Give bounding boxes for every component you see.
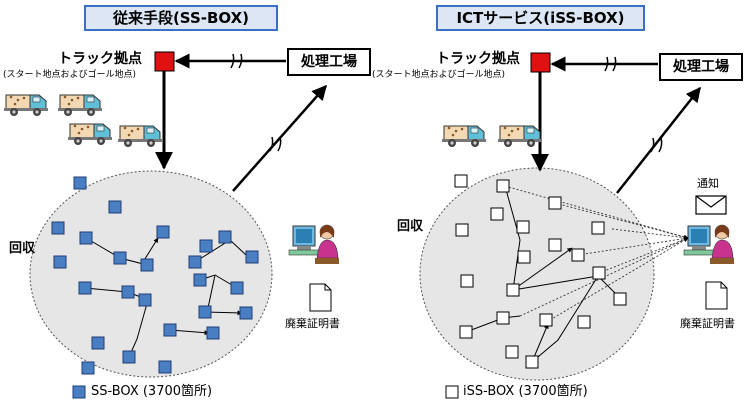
iss-box-marker [460, 274, 474, 288]
left-collect-label: 回収 [9, 241, 36, 256]
iss-box-marker [459, 325, 473, 339]
right-route-line [504, 185, 521, 291]
right-legend-label: iSS-BOX (3700箇所) [463, 384, 588, 399]
truck-icon [497, 125, 543, 148]
iss-box-marker [516, 220, 530, 234]
right-hub-label: トラック拠点 [436, 51, 520, 67]
truck-icon [67, 123, 113, 146]
truck-icon [441, 125, 487, 148]
left-to-plant-arrow [232, 84, 327, 192]
right-cert-label: 廃棄証明書 [680, 317, 735, 330]
notification-line [549, 237, 689, 321]
right-route-arrow [512, 247, 573, 291]
ss-box-marker [158, 360, 172, 374]
ss-box-marker [239, 306, 253, 320]
notification-line [554, 202, 689, 240]
truck-icon [117, 125, 163, 148]
right-to-plant-arrow [616, 86, 701, 194]
iss-box-marker [548, 238, 562, 252]
iss-box-marker [454, 174, 468, 188]
ss-box-marker [51, 221, 65, 235]
ss-box-marker [122, 350, 136, 364]
truck-icon [3, 94, 49, 117]
ss-box-marker [81, 361, 95, 375]
iss-box-marker [517, 250, 531, 264]
left-plant-box: 処理工場 [287, 48, 371, 76]
right-collection-area [419, 167, 655, 381]
iss-box-marker [592, 266, 606, 280]
ss-box-marker [91, 336, 105, 350]
right-plant-box: 処理工場 [659, 53, 743, 81]
right-hub-sub: (スタート地点およびゴール地点) [372, 70, 506, 80]
right-truck-hub-marker [530, 52, 551, 73]
left-route-arrow [142, 237, 159, 263]
iss-box-marker [525, 355, 539, 369]
ss-box-marker [108, 200, 122, 214]
ss-box-marker [218, 230, 232, 244]
right-notice-label: 通知 [697, 177, 719, 190]
right-break-mark-top [604, 56, 617, 72]
left-legend-label: SS-BOX (3700箇所) [91, 384, 213, 399]
notification-line [611, 228, 689, 240]
left-break-mark-diag [269, 136, 282, 152]
ss-box-marker [79, 231, 93, 245]
left-legend-square [72, 385, 86, 399]
right-route-line [531, 275, 621, 363]
iss-box-marker [490, 207, 504, 221]
right-break-mark-diag [650, 137, 663, 153]
ss-box-marker [113, 251, 127, 265]
ss-box-marker [73, 176, 87, 190]
iss-box-marker [505, 345, 519, 359]
iss-box-marker [539, 313, 553, 327]
right-collect-label: 回収 [397, 219, 424, 234]
operator-icon [288, 224, 340, 265]
ss-box-marker [230, 281, 244, 295]
iss-box-marker [613, 292, 627, 306]
iss-box-marker [455, 223, 469, 237]
ss-box-marker [199, 239, 213, 253]
iss-box-marker [577, 315, 591, 329]
truck-icon [57, 94, 103, 117]
left-title: 従来手段(SS-BOX) [84, 5, 278, 31]
right-route-arrow [512, 274, 599, 291]
ss-box-marker [138, 293, 152, 307]
left-truck-hub-marker [154, 51, 175, 72]
left-route-line [207, 274, 216, 309]
document-icon [309, 283, 332, 312]
ss-box-marker [78, 281, 92, 295]
left-hub-sub: (スタート地点およびゴール地点) [3, 70, 137, 80]
iss-box-marker [506, 283, 520, 297]
ss-box-marker [206, 326, 220, 340]
document-icon [705, 281, 728, 310]
ss-box-marker [188, 255, 202, 269]
left-break-mark-top [230, 53, 243, 69]
iss-box-marker [548, 196, 562, 210]
ss-box-marker [121, 285, 135, 299]
ss-box-marker [163, 323, 177, 337]
notification-line [577, 236, 689, 256]
right-legend-square [445, 385, 459, 399]
left-hub-label: トラック拠点 [58, 51, 142, 67]
iss-box-marker [591, 221, 605, 235]
ss-box-marker [53, 255, 67, 269]
operator-icon [683, 224, 735, 265]
left-collection-area [29, 170, 273, 378]
iss-box-marker [571, 248, 585, 262]
envelope-icon [695, 195, 727, 215]
iss-box-marker [496, 311, 510, 325]
ss-box-marker [193, 273, 207, 287]
left-cert-label: 廃棄証明書 [285, 317, 340, 330]
ss-box-marker [140, 258, 154, 272]
envelope-icon [695, 195, 727, 208]
iss-box-marker [496, 179, 510, 193]
ss-box-marker [156, 225, 170, 239]
ss-box-marker [245, 250, 259, 264]
ss-box-marker [198, 305, 212, 319]
right-title: ICTサービス(iSS-BOX) [436, 5, 645, 31]
